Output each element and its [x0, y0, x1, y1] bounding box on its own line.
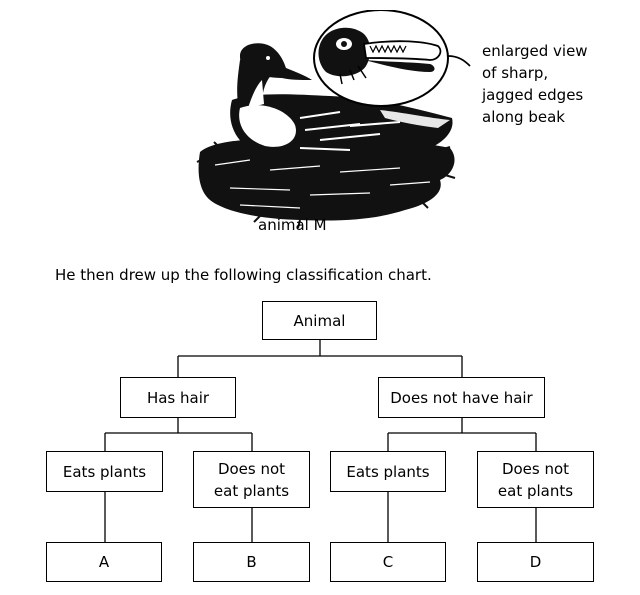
leaf-a: A: [46, 542, 162, 582]
leaf-c-label: C: [382, 553, 394, 571]
node-animal-label: Animal: [293, 311, 346, 330]
node-hair-eats-plants-label: Eats plants: [62, 462, 147, 481]
node-has-hair: Has hair: [120, 377, 236, 418]
node-nohair-no-plants-line-2: eat plants: [497, 481, 574, 500]
node-animal: Animal: [262, 301, 377, 340]
duck-body: [230, 94, 453, 163]
leaf-b-label: B: [246, 553, 257, 571]
node-no-hair: Does not have hair: [378, 377, 545, 418]
duck-head: [237, 43, 312, 108]
enlarged-beak-view: [313, 10, 449, 107]
node-has-hair-label: Has hair: [146, 388, 210, 407]
animal-caption: animal M: [258, 216, 327, 234]
node-no-hair-label: Does not have hair: [390, 388, 533, 407]
node-nohair-eats-plants-label: Eats plants: [346, 462, 430, 481]
node-hair-no-plants: Does not eat plants: [193, 451, 310, 508]
animal-m-illustration: [196, 10, 471, 229]
callout-line-3: jagged edges: [482, 86, 584, 104]
callout-pointer: [447, 55, 471, 67]
node-hair-eats-plants: Eats plants: [46, 451, 163, 492]
node-nohair-eats-plants: Eats plants: [330, 451, 446, 492]
node-hair-no-plants-line-2: eat plants: [213, 481, 290, 500]
nest-shape: [196, 138, 456, 229]
leaf-c: C: [330, 542, 446, 582]
leaf-b: B: [193, 542, 310, 582]
callout-line-2: of sharp,: [482, 64, 549, 82]
leaf-a-label: A: [98, 553, 110, 571]
leaf-d-label: D: [529, 553, 542, 571]
callout-line-4: along beak: [482, 108, 565, 126]
intro-text: He then drew up the following classifica…: [55, 266, 432, 284]
leaf-d: D: [477, 542, 594, 582]
node-nohair-no-plants-line-1: Does not: [501, 459, 570, 478]
callout-line-1: enlarged view: [482, 42, 588, 60]
callout-text: enlarged view of sharp, jagged edges alo…: [482, 40, 632, 128]
node-hair-no-plants-line-1: Does not: [217, 459, 286, 478]
node-nohair-no-plants: Does not eat plants: [477, 451, 594, 508]
